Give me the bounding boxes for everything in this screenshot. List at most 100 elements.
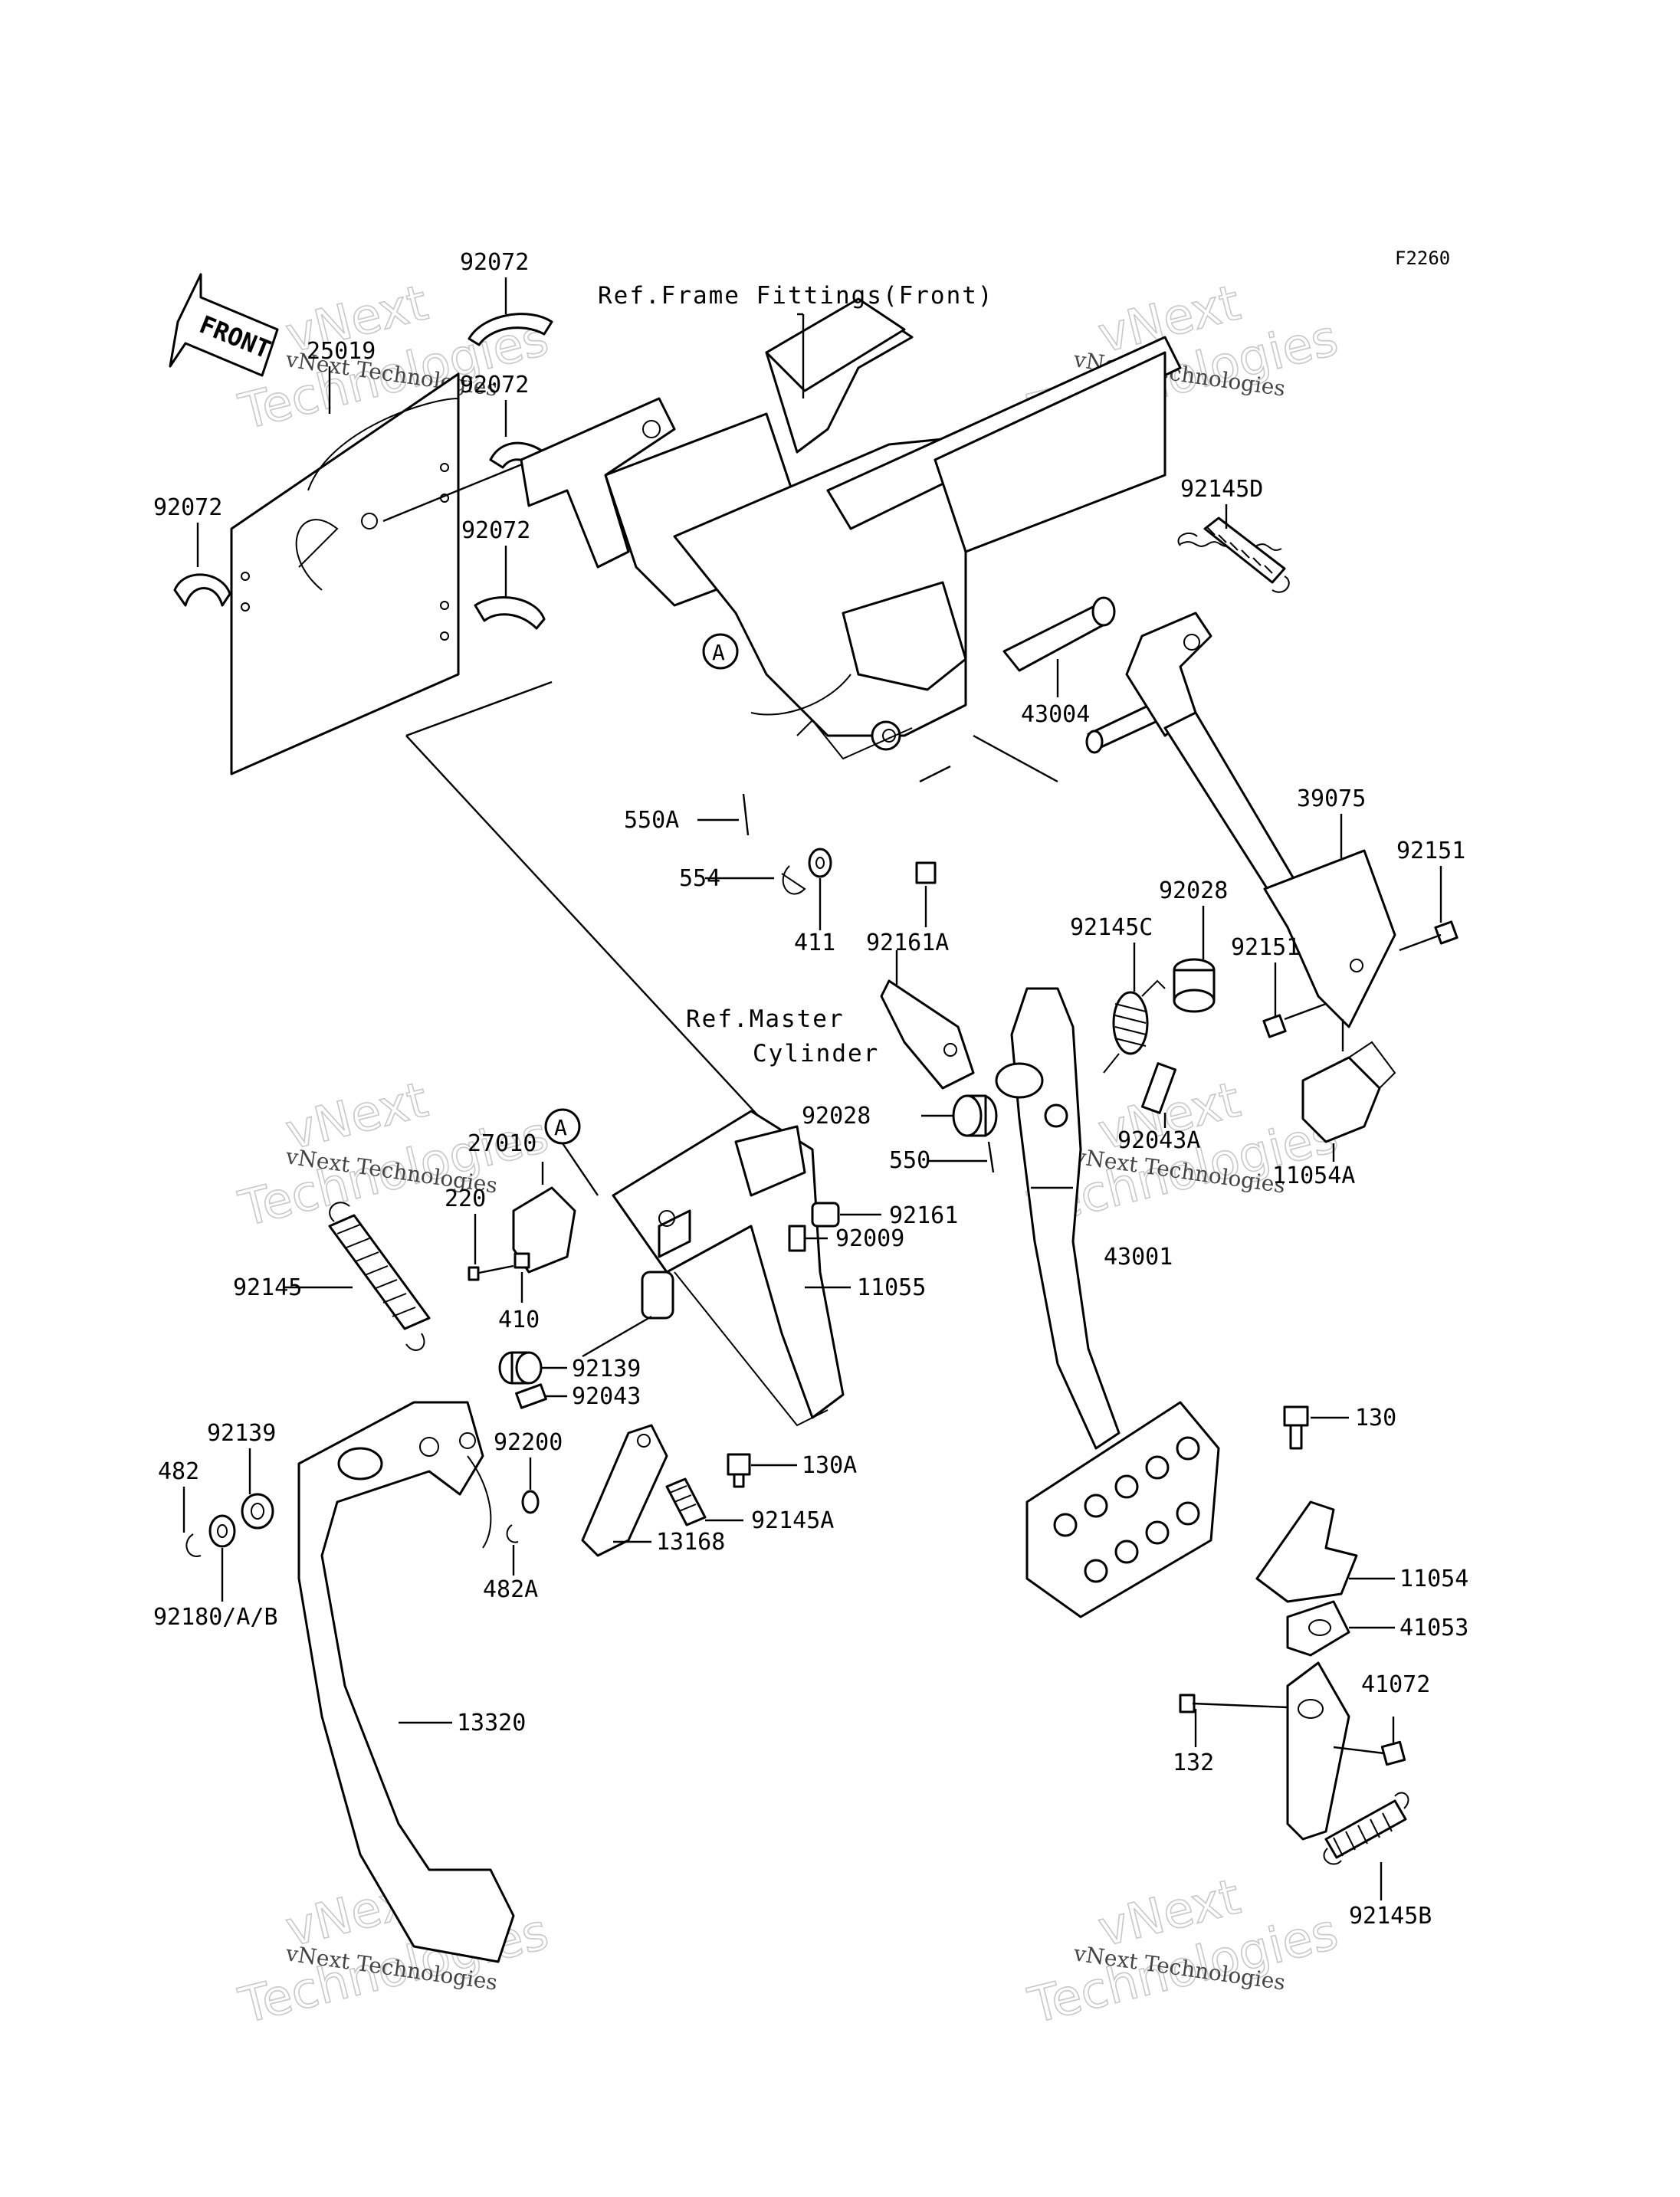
part-label: 550	[889, 1147, 930, 1174]
nut-92161A-shape	[915, 861, 937, 927]
bracket-11054A-shape	[1301, 1019, 1396, 1143]
bushing-92139-a-shape	[498, 1351, 567, 1385]
part-label: 92072	[153, 494, 222, 521]
washer-92180-shape	[208, 1514, 236, 1548]
callout-a-label: A	[554, 1115, 567, 1140]
part-label: 92139	[207, 1420, 276, 1447]
pedal-43001-shape	[995, 987, 1220, 1618]
lever-41053-plate-shape	[1286, 1661, 1350, 1841]
part-label: 43004	[1021, 701, 1090, 728]
part-label: 43001	[1104, 1244, 1173, 1271]
part-label: 11054A	[1272, 1162, 1355, 1189]
callout-a-frame: A	[702, 633, 739, 670]
part-label: 92072	[460, 249, 529, 276]
pin-550A-shape	[697, 793, 750, 836]
frame-bracket-shape	[520, 305, 1182, 783]
part-label: 11054	[1399, 1566, 1468, 1592]
part-label: 411	[794, 930, 835, 956]
part-label: 39075	[1297, 785, 1366, 812]
part-label: 92145C	[1070, 914, 1153, 941]
part-label: 130	[1355, 1405, 1396, 1431]
part-label: 41072	[1361, 1671, 1430, 1698]
figure-code: F2260	[1395, 248, 1450, 269]
spring-92145C-shape	[1103, 979, 1166, 1074]
part-label: 92200	[494, 1429, 563, 1456]
part-label: 92145	[233, 1274, 302, 1301]
screw-220-shape	[468, 1264, 514, 1281]
washer-411-shape	[808, 848, 832, 878]
pin-550-shape	[927, 1141, 995, 1173]
part-label: 92151	[1396, 838, 1465, 864]
tube-bushing-shape	[582, 1271, 674, 1358]
nut-41072-shape	[1333, 1717, 1406, 1766]
part-label: 25019	[307, 338, 376, 365]
ring-482-shape	[185, 1533, 202, 1557]
ref-frame-fittings-label: Ref.Frame Fittings(Front)	[598, 282, 994, 310]
part-label: 92161	[889, 1202, 958, 1229]
ref-master-cylinder-label-2: Cylinder	[753, 1040, 879, 1067]
part-labels: 92072 25019 92072 92072 92072 92145D 430…	[153, 249, 1468, 1930]
pedal-pad-holes	[1053, 1436, 1200, 1583]
pin-92043-shape	[515, 1383, 567, 1409]
clip-92072-low-shape	[474, 596, 546, 630]
part-label: 92028	[1159, 877, 1228, 904]
spring-92145D-shape	[1177, 516, 1290, 593]
bushing-92139-b-shape	[241, 1493, 274, 1530]
part-label: 13320	[457, 1710, 526, 1736]
part-label: 92145B	[1349, 1903, 1432, 1930]
spring-92145A-shape	[665, 1477, 743, 1526]
part-label: 92180/A/B	[153, 1604, 278, 1631]
pin-92043A-shape	[1140, 1062, 1177, 1114]
pin-43004-shape	[1002, 596, 1160, 754]
part-label: 130A	[802, 1452, 857, 1479]
part-label: 92161A	[866, 930, 949, 956]
part-label: 554	[679, 865, 720, 892]
cap-92161-shape	[811, 1202, 881, 1228]
part-label: 92145D	[1180, 476, 1263, 503]
bracket-11055-shape	[612, 1110, 851, 1427]
part-label: 41053	[1399, 1615, 1468, 1641]
bushing-92028-a-shape	[1173, 958, 1216, 1013]
part-label: 92009	[835, 1225, 904, 1252]
bolt-92009-shape	[788, 1225, 828, 1252]
part-label: 482	[158, 1458, 199, 1485]
part-label: 92043A	[1117, 1127, 1200, 1154]
part-label: 92072	[461, 517, 530, 544]
clip-554-shape	[705, 865, 806, 895]
part-label: 92028	[802, 1103, 871, 1130]
bolt-92151-b-shape	[1262, 1002, 1327, 1038]
leader-line	[405, 680, 553, 737]
part-label: 220	[445, 1185, 486, 1212]
bolt-130A-shape	[727, 1453, 797, 1488]
callout-a-label: A	[712, 640, 725, 665]
spring-92145B-shape	[1323, 1792, 1409, 1900]
master-cylinder-clevis-shape	[880, 950, 975, 1090]
ring-482A-shape	[506, 1524, 519, 1543]
nut-410-shape	[514, 1252, 530, 1303]
bushing-92028-b-shape	[921, 1094, 998, 1137]
part-label: 92072	[460, 372, 529, 398]
spring-92145-shape	[284, 1202, 431, 1351]
part-label: 132	[1173, 1749, 1214, 1776]
leader-line	[405, 735, 790, 1150]
part-label: 27010	[468, 1130, 536, 1157]
part-label: 550A	[624, 807, 679, 834]
link-41053-shape	[1286, 1600, 1395, 1657]
part-label: 482A	[483, 1576, 538, 1603]
plate-13168-shape	[581, 1424, 668, 1557]
frame-fittings-bracket-shape	[765, 297, 906, 398]
callout-a-bracket: A	[544, 1108, 599, 1196]
arm-39075-shape	[1125, 612, 1396, 1028]
bolt-130-shape	[1283, 1405, 1349, 1450]
part-label: 92043	[572, 1383, 641, 1410]
part-label: 410	[498, 1307, 540, 1333]
washer-92200-shape	[521, 1490, 540, 1514]
part-label: 92139	[572, 1356, 641, 1382]
panel-25019-shape	[230, 372, 553, 776]
switch-27010-shape	[512, 1162, 576, 1274]
pedal-13320-shape	[297, 1401, 515, 1963]
bolt-132-shape	[1179, 1694, 1288, 1747]
part-label: 92145A	[751, 1507, 834, 1534]
part-label: 92151	[1231, 934, 1300, 961]
